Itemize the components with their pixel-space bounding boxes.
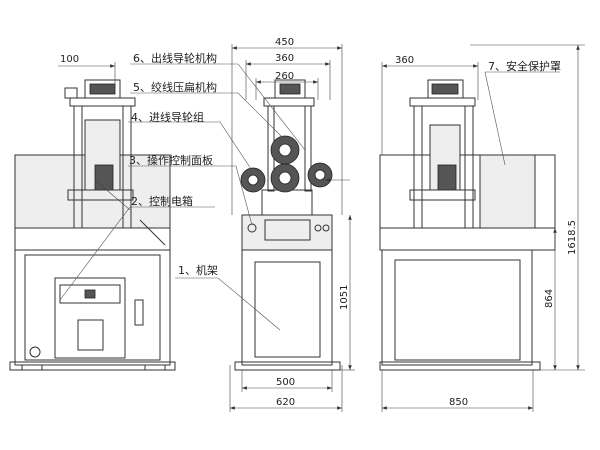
label-control-panel: 3、操作控制面板 — [129, 153, 213, 167]
dim-1618-5: 1618.5 — [567, 220, 578, 255]
label-frame: 1、机架 — [178, 263, 218, 277]
label-twist-flatten: 5、绞线压扁机构 — [133, 80, 217, 94]
front-view — [234, 79, 350, 371]
leader-lines — [59, 63, 560, 331]
dim-360-side: 360 — [395, 55, 414, 66]
left-column — [64, 79, 136, 229]
dim-260: 260 — [275, 71, 294, 82]
dim-620: 620 — [276, 397, 295, 408]
label-control-box: 2、控制电箱 — [131, 194, 193, 208]
dim-850: 850 — [449, 397, 468, 408]
dim-1051: 1051 — [339, 285, 350, 310]
dim-500: 500 — [276, 377, 295, 388]
dimension-lines — [58, 44, 585, 412]
dim-450: 450 — [275, 37, 294, 48]
dim-360-front: 360 — [275, 53, 294, 64]
control-box — [54, 277, 144, 359]
dim-864: 864 — [544, 289, 555, 308]
dim-100: 100 — [60, 54, 79, 65]
right-view — [379, 79, 556, 371]
left-view — [9, 79, 176, 371]
label-inlet-guide-wheels: 4、进线导轮组 — [131, 110, 204, 124]
label-safety-cover: 7、安全保护罩 — [488, 59, 561, 73]
label-outlet-guide-wheel: 6、出线导轮机构 — [133, 51, 217, 65]
